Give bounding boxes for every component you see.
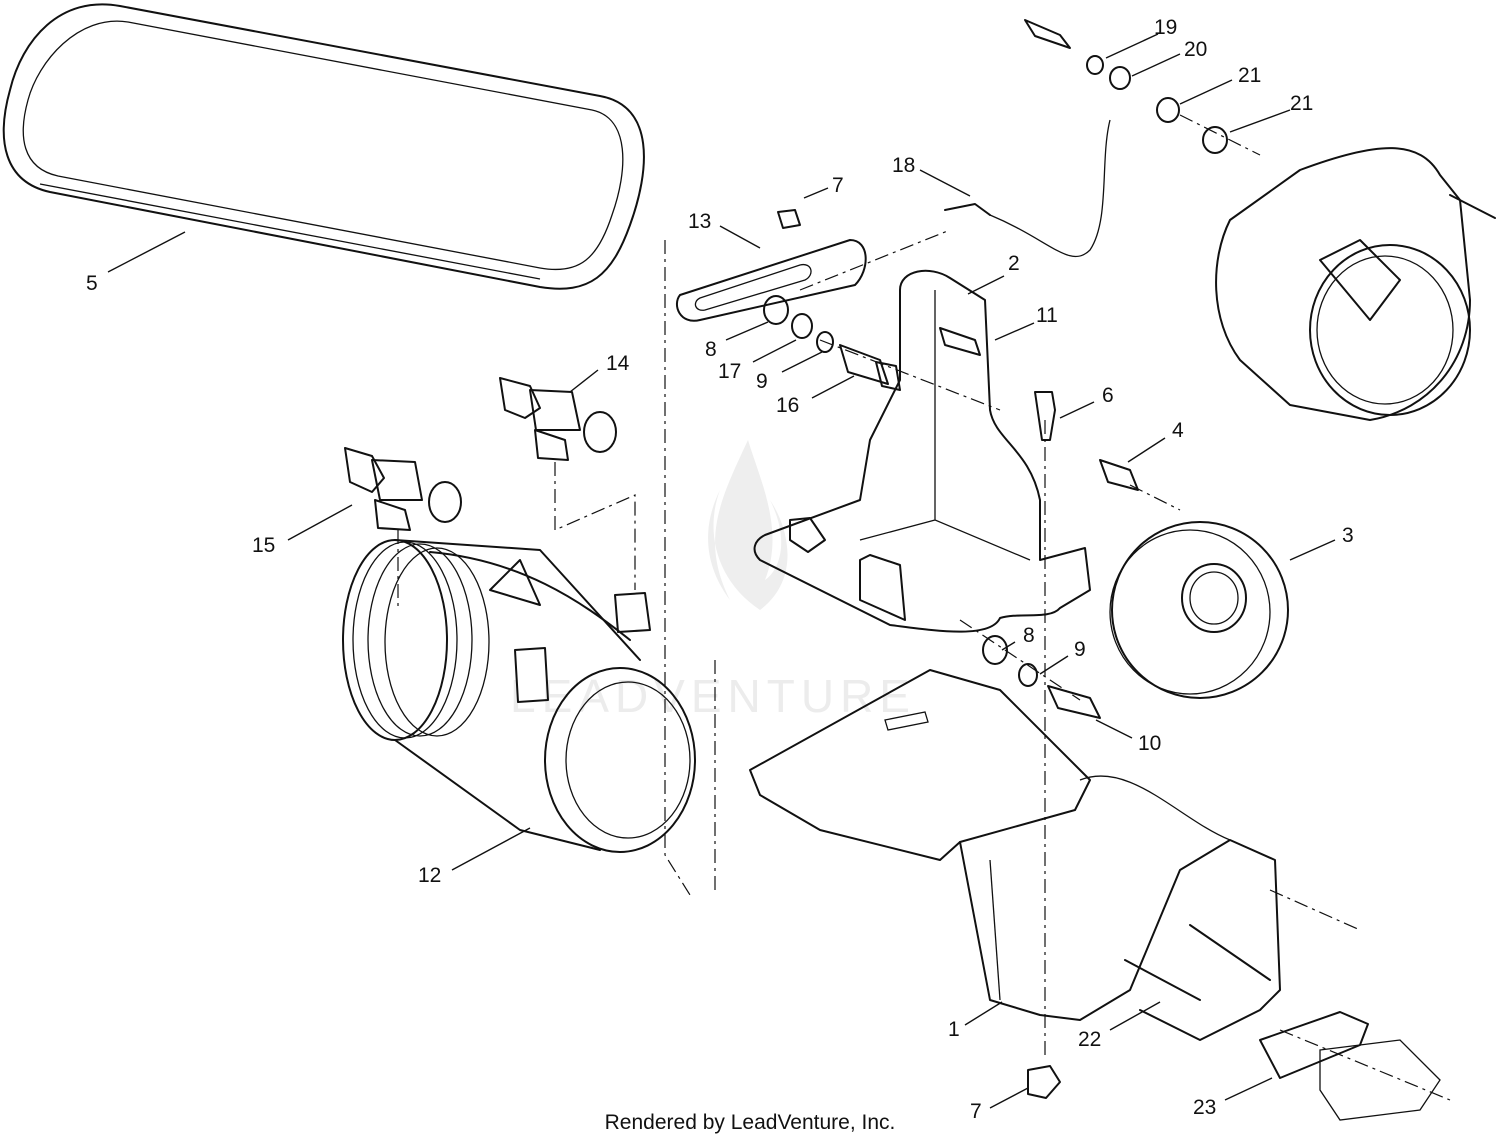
callout-11: 11	[1036, 304, 1058, 327]
pulley	[1109, 521, 1289, 699]
callout-4: 4	[1172, 419, 1184, 442]
callout-6: 6	[1102, 384, 1114, 407]
clamp-bracket	[1259, 1011, 1441, 1121]
adjuster-bracket	[675, 239, 867, 322]
callout-20: 20	[1184, 38, 1207, 61]
callout-9-lower: 9	[1074, 638, 1086, 661]
flange-nut-lower	[1027, 1065, 1061, 1099]
callout-7-upper: 7	[832, 174, 844, 197]
callout-13: 13	[688, 210, 711, 233]
callout-21-a: 21	[1238, 64, 1261, 87]
bolts	[939, 327, 1139, 491]
callouts: 5 13 7 18 2 11 8 17 9 16 14 15 6 4 3 8 9…	[86, 16, 1354, 1123]
watermark: LEADVENTURE	[510, 440, 916, 722]
callout-16: 16	[776, 394, 799, 417]
callout-19: 19	[1154, 16, 1177, 39]
callout-10: 10	[1138, 732, 1161, 755]
watermark-text: LEADVENTURE	[510, 670, 916, 722]
assembly-centerlines	[397, 114, 1451, 1101]
callout-8-lower: 8	[1023, 624, 1035, 647]
callout-18: 18	[892, 154, 915, 177]
ac-compressor	[342, 539, 696, 853]
callout-7-lower: 7	[970, 1100, 982, 1123]
callout-21-b: 21	[1290, 92, 1313, 115]
drive-belt	[2, 3, 645, 290]
callout-17: 17	[718, 360, 741, 383]
callout-15: 15	[252, 534, 275, 557]
elbow-fitting-15	[344, 447, 462, 531]
callout-8-upper: 8	[705, 338, 717, 361]
mount-bracket	[753, 269, 1091, 633]
lower-hardware	[982, 635, 1101, 719]
adjuster-hardware	[763, 209, 901, 391]
electric-clutch	[1215, 147, 1496, 421]
watermark-flame-icon	[708, 440, 788, 610]
callout-14: 14	[606, 352, 630, 375]
leader-lines	[107, 33, 1336, 1109]
callout-3: 3	[1342, 524, 1354, 547]
ground-wire-hardware	[944, 19, 1228, 258]
callout-9-upper: 9	[756, 370, 768, 393]
elbow-fitting-14	[499, 377, 617, 461]
callout-1: 1	[948, 1018, 960, 1041]
base-bracket	[749, 669, 1281, 1041]
callout-23: 23	[1193, 1096, 1216, 1119]
callout-12: 12	[418, 864, 441, 887]
footer-credit: Rendered by LeadVenture, Inc.	[604, 1111, 896, 1134]
callout-2: 2	[1008, 252, 1020, 275]
callout-22: 22	[1078, 1028, 1101, 1051]
callout-5: 5	[86, 272, 98, 295]
